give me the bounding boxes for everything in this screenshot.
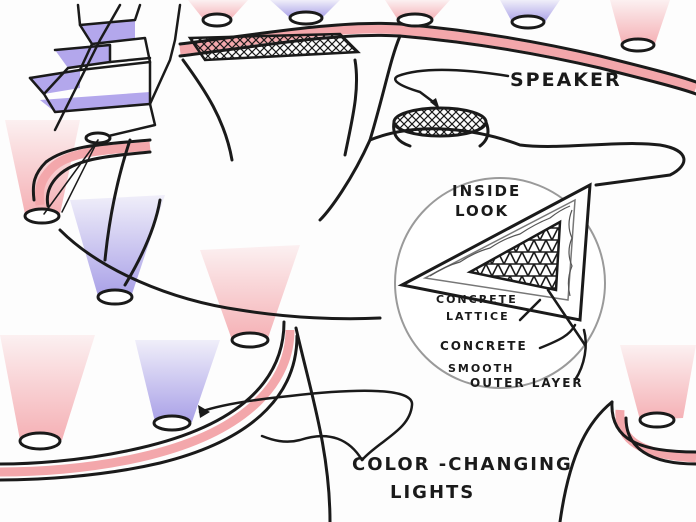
- inside-look-label-line1: INSIDE: [452, 182, 521, 200]
- speaker: [392, 106, 490, 148]
- smooth-outer-label-line1: SMOOTH: [448, 362, 514, 375]
- smooth-outer-label-line2: OUTER LAYER: [470, 376, 584, 390]
- grille-platform: [187, 32, 361, 62]
- lights-label-line2: LIGHTS: [390, 482, 475, 503]
- light-fixture: [84, 131, 112, 145]
- light-fixture: [638, 411, 676, 429]
- light-fixture: [152, 414, 192, 432]
- light-beam-violet-bottom: [135, 340, 220, 422]
- light-beam-pink-bottom-left: [0, 335, 95, 440]
- light-fixture: [23, 207, 61, 225]
- concrete-lattice-label-line2: LATTICE: [446, 310, 510, 323]
- light-fixture: [396, 12, 434, 28]
- concrete-label: CONCRETE: [440, 339, 528, 353]
- light-fixture: [18, 431, 62, 451]
- light-beam-top-4: [500, 0, 560, 22]
- inside-look-detail: [394, 177, 606, 389]
- lights-label-line1: COLOR -CHANGING: [352, 454, 573, 475]
- staircase: [28, 3, 182, 140]
- light-beam-top-1: [188, 0, 248, 20]
- light-beam-pink-center: [200, 245, 300, 340]
- light-beam-pink-right: [620, 345, 696, 420]
- concrete-lattice-label-line1: CONCRETE: [436, 293, 518, 306]
- strip-bottom: [0, 329, 295, 477]
- light-beams: [0, 0, 696, 440]
- light-fixture: [96, 288, 134, 306]
- light-beam-top-2: [270, 0, 340, 18]
- speaker-label: SPEAKER: [510, 69, 622, 91]
- light-fixture: [201, 12, 233, 28]
- strip-left: [34, 141, 151, 206]
- light-fixture: [288, 10, 324, 26]
- light-beam-violet-mid: [70, 195, 165, 296]
- light-fixture: [510, 14, 546, 30]
- inside-look-label-line2: LOOK: [455, 202, 509, 220]
- light-beam-top-5: [610, 0, 670, 44]
- light-fixture: [230, 331, 270, 349]
- light-fixtures: [18, 10, 676, 451]
- light-fixture: [620, 37, 656, 53]
